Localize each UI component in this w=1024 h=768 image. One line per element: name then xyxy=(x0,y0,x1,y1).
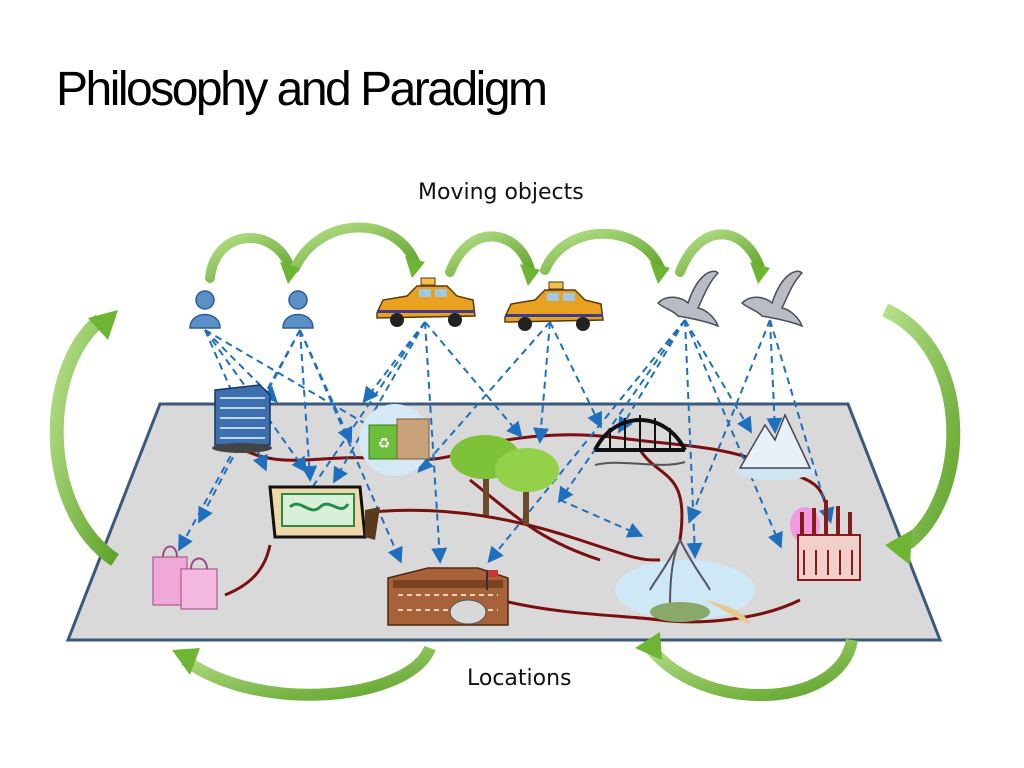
dove-icon xyxy=(656,270,720,328)
person-icon xyxy=(282,290,314,329)
locations-caption: Locations xyxy=(467,666,572,691)
right-cycle-arrow-head xyxy=(885,530,912,565)
dove-icon xyxy=(740,270,804,328)
top-arrow-heads xyxy=(280,256,770,286)
bottom-left-arrow xyxy=(181,645,436,701)
school-building-icon xyxy=(387,567,509,626)
shopping-bags-pink-icon xyxy=(152,545,218,610)
object-location-links xyxy=(178,319,835,564)
slide-title: Philosophy and Paradigm xyxy=(56,63,548,116)
shopping-bags-green-icon: ♻ xyxy=(359,404,431,476)
right-cycle-arrow xyxy=(881,303,961,551)
left-cycle-arrow xyxy=(49,314,120,566)
bottom-right-arrow-head xyxy=(635,632,662,660)
taxi-icon xyxy=(504,281,604,331)
taxi-icon xyxy=(376,277,476,327)
trees-icon xyxy=(450,435,559,525)
bottom-left-arrow-head xyxy=(172,648,200,675)
bottom-right-arrow xyxy=(643,638,858,701)
willow-lake-icon xyxy=(615,539,755,625)
billboard-icon xyxy=(268,485,380,540)
top-transition-arrows xyxy=(205,222,765,283)
moving-objects-caption: Moving objects xyxy=(418,180,584,205)
mountain-icon xyxy=(735,413,815,480)
person-icon xyxy=(189,290,221,329)
left-cycle-arrow-head xyxy=(88,310,118,340)
temple-icon xyxy=(790,500,861,581)
svg-text:♻: ♻ xyxy=(378,436,391,452)
office-building-icon xyxy=(212,384,272,453)
bridge-icon xyxy=(593,415,687,466)
